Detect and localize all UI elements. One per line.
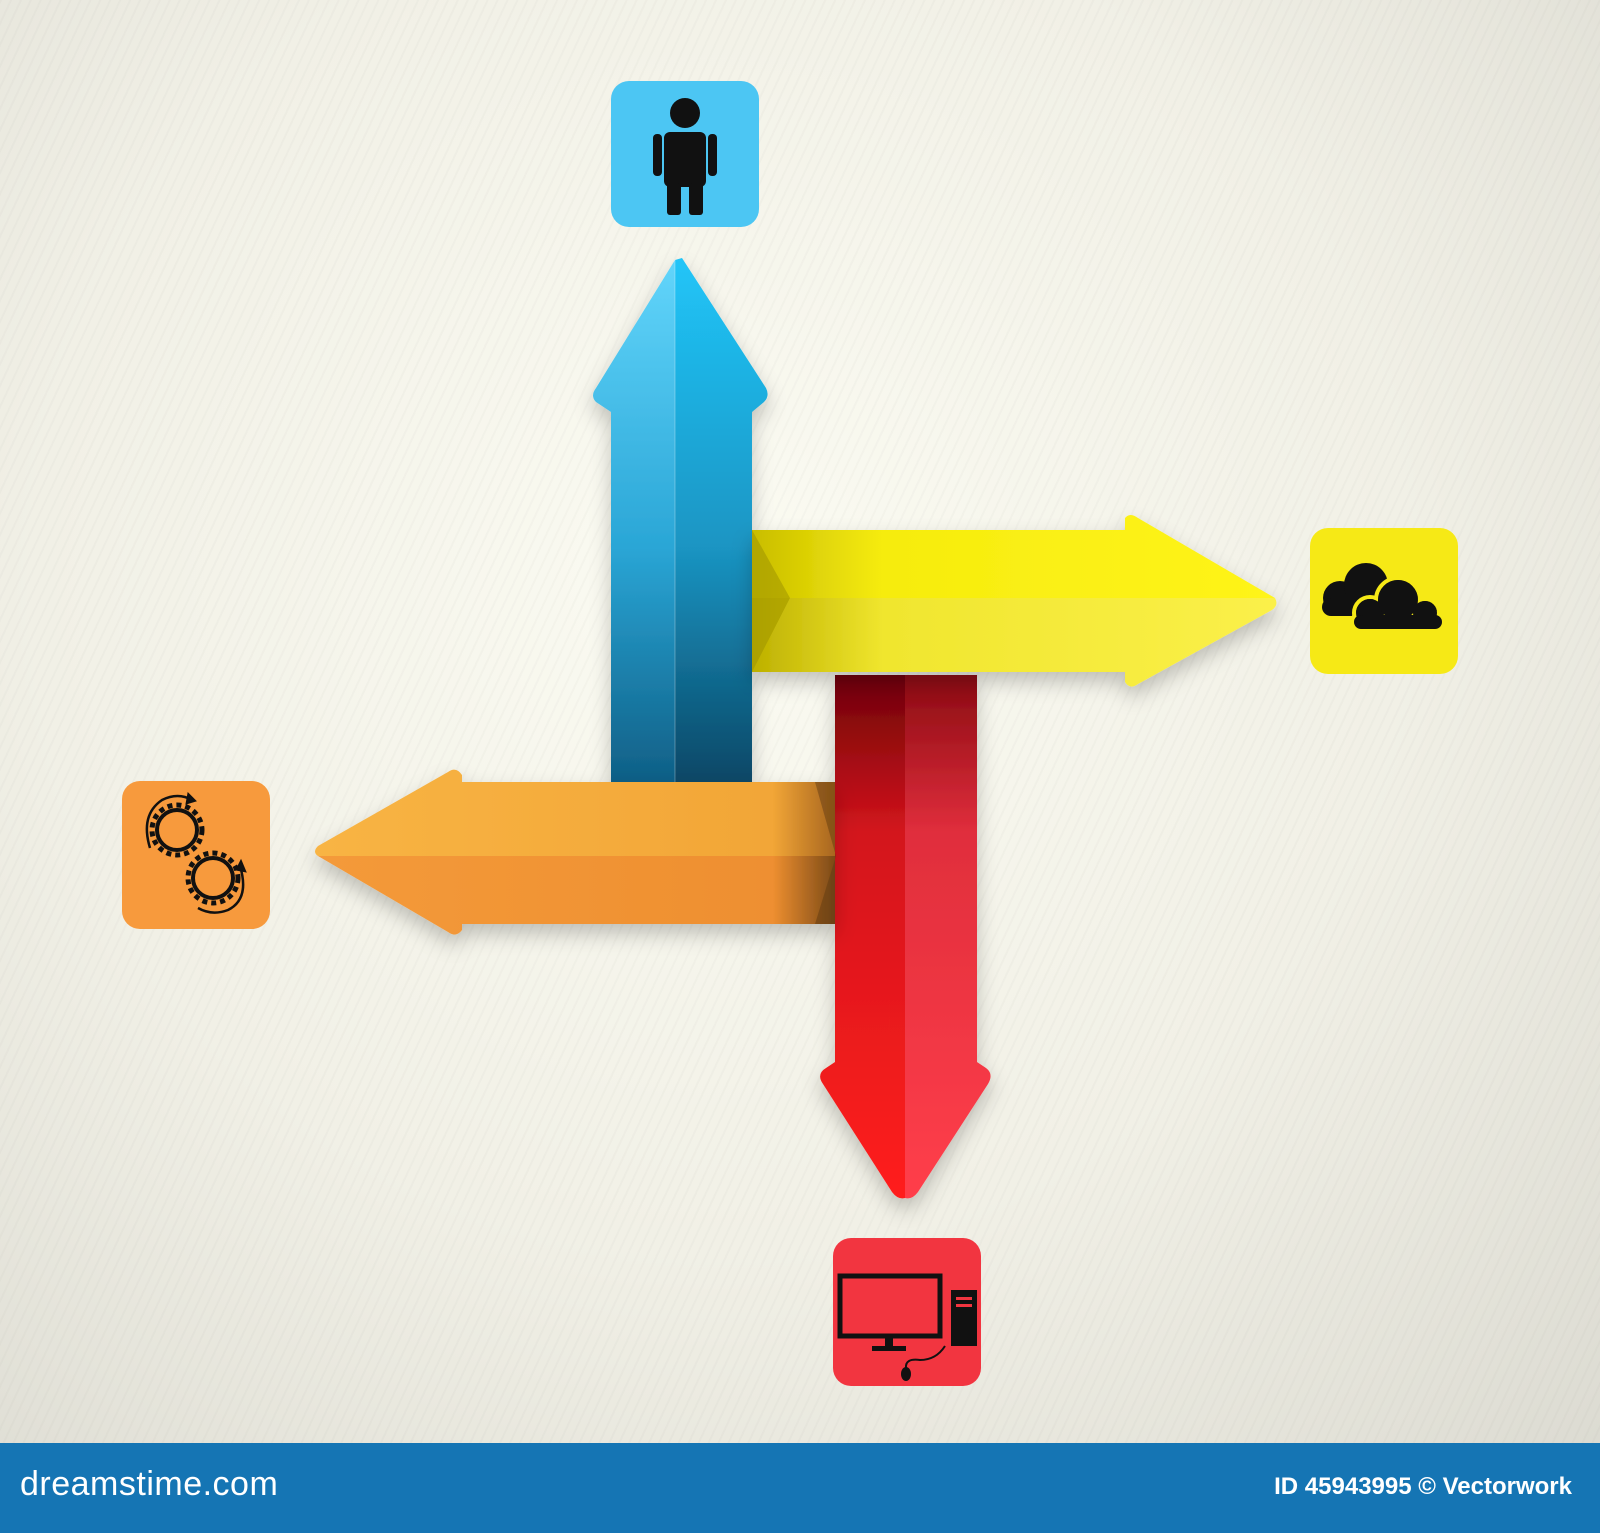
gears-icon xyxy=(145,791,247,914)
footer-bar: dreamstime.com ID 45943995 © Vectorwork xyxy=(0,1443,1600,1533)
footer-credit: ID 45943995 © Vectorwork xyxy=(1274,1473,1572,1500)
blue-arrow-up xyxy=(593,258,768,782)
computer-icon-box xyxy=(833,1238,981,1386)
arrows-diagram xyxy=(122,81,1458,1386)
person-icon xyxy=(653,98,717,215)
person-icon-box xyxy=(611,81,759,227)
gears-icon-box xyxy=(122,781,270,929)
cloud-icon-box xyxy=(1310,528,1458,674)
red-arrow-down xyxy=(820,675,991,1199)
diagram-canvas xyxy=(0,0,1600,1443)
computer-icon xyxy=(837,1273,977,1381)
footer-brand: dreamstime.com xyxy=(20,1465,279,1503)
orange-arrow-left xyxy=(315,769,836,935)
cloud-icon xyxy=(1322,563,1446,633)
yellow-arrow-right xyxy=(752,515,1277,687)
